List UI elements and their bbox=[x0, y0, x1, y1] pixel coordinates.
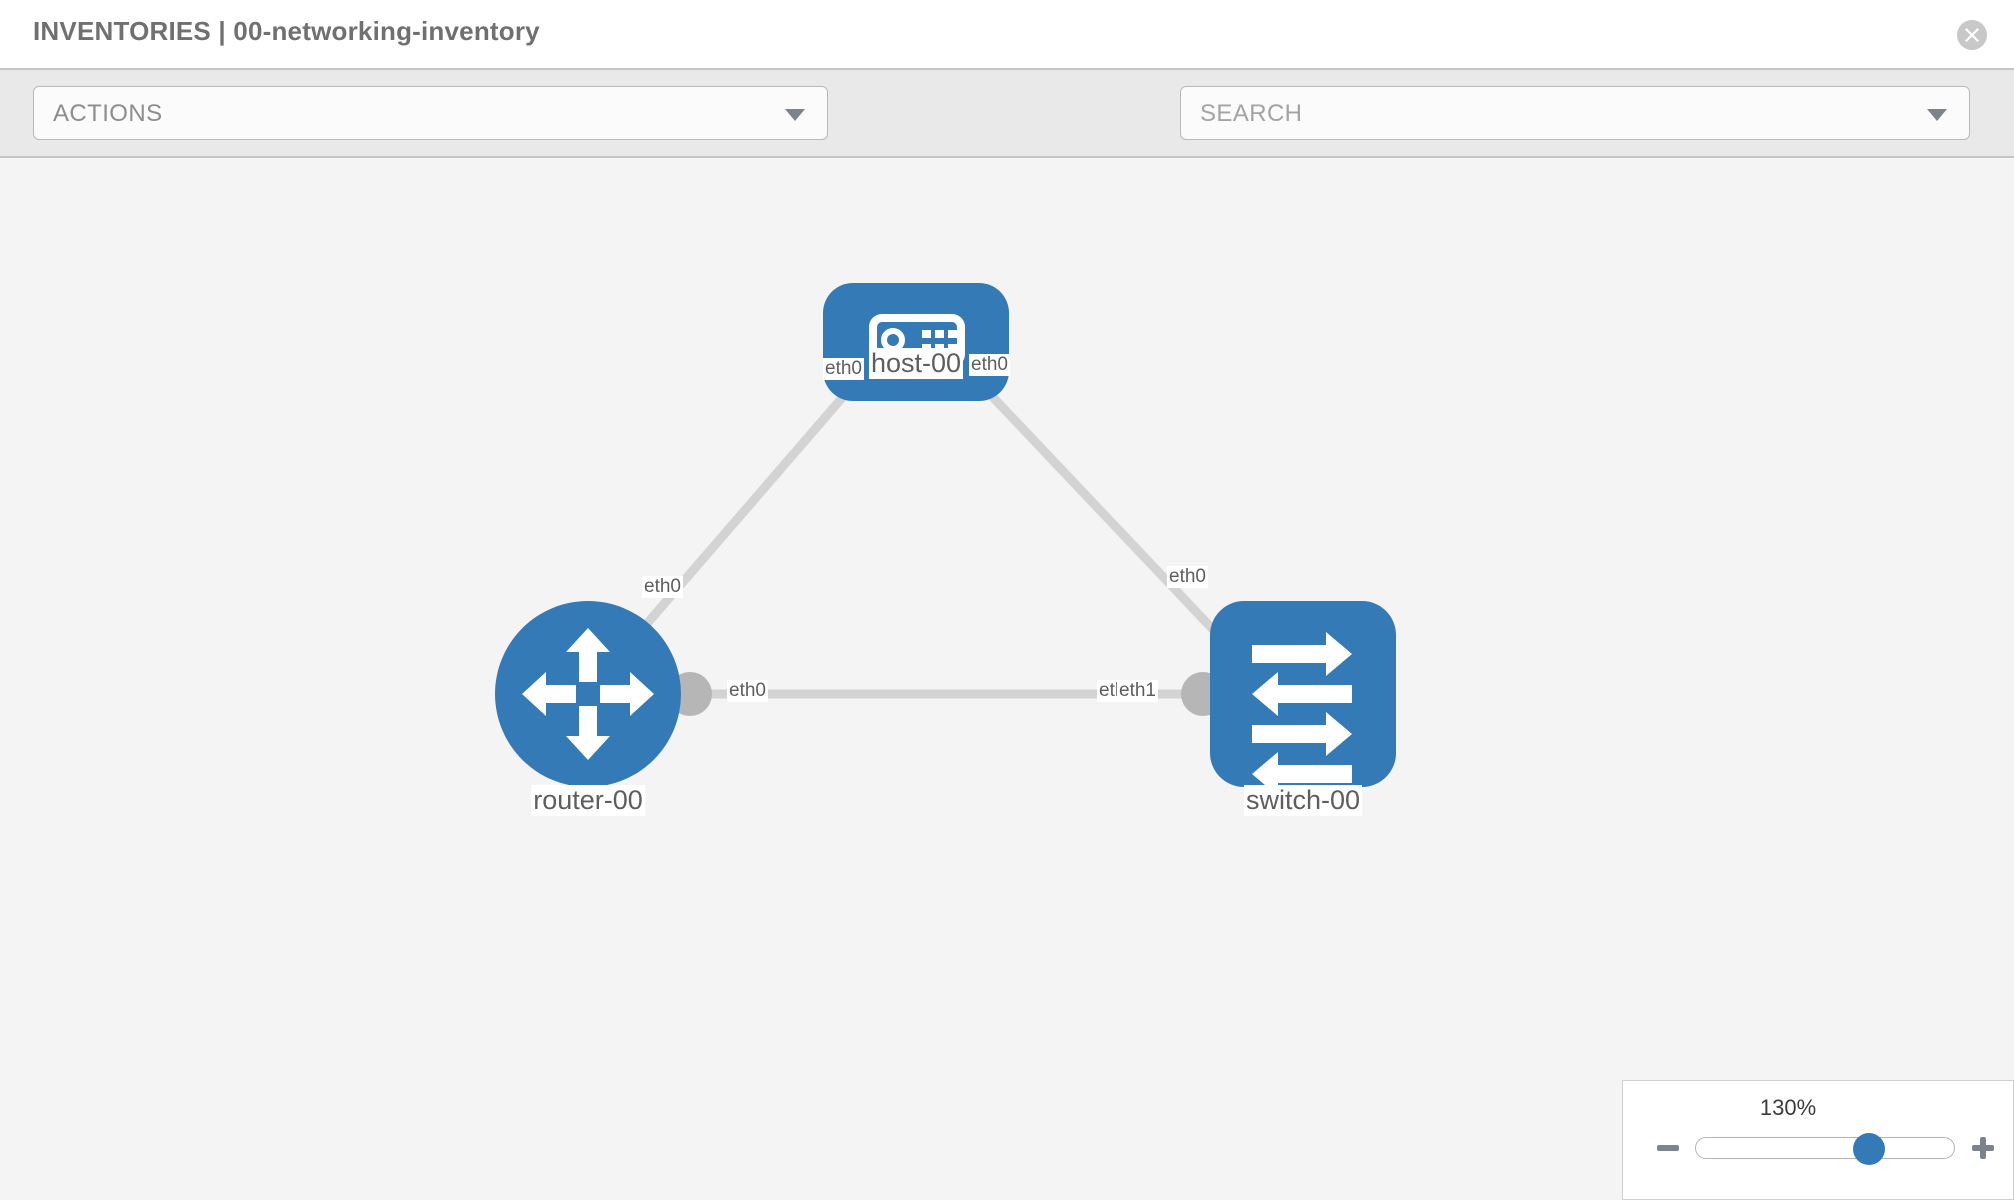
page-title: INVENTORIES | 00-networking-inventory bbox=[33, 16, 540, 46]
interface-label: eth0 bbox=[969, 354, 1010, 376]
close-button[interactable] bbox=[1957, 20, 1987, 50]
link-host00-switch00[interactable] bbox=[948, 350, 1244, 662]
zoom-slider-thumb[interactable] bbox=[1852, 1133, 1885, 1165]
zoom-in-button[interactable] bbox=[1968, 1133, 1998, 1163]
actions-dropdown[interactable]: ACTIONS bbox=[33, 86, 828, 140]
search-placeholder: SEARCH bbox=[1200, 100, 1303, 127]
node-router-00[interactable] bbox=[495, 601, 681, 787]
search-input[interactable]: SEARCH bbox=[1180, 86, 1970, 140]
close-icon bbox=[1965, 28, 1979, 42]
zoom-slider[interactable] bbox=[1695, 1133, 1955, 1165]
interface-label: eth0 bbox=[1167, 566, 1208, 588]
node-label-host-00: host-00 bbox=[868, 348, 964, 379]
chevron-down-icon[interactable] bbox=[1927, 109, 1947, 121]
chevron-down-icon bbox=[785, 109, 805, 121]
plus-icon bbox=[1972, 1137, 1994, 1159]
minus-icon bbox=[1657, 1145, 1679, 1151]
page-header: INVENTORIES | 00-networking-inventory bbox=[0, 0, 2014, 68]
zoom-level-value: 130% bbox=[1759, 1095, 1817, 1120]
node-host-00[interactable] bbox=[823, 283, 1009, 401]
interface-label: eth0 bbox=[642, 576, 683, 598]
node-label-router-00: router-00 bbox=[531, 785, 645, 816]
interface-label: eth0 bbox=[727, 680, 768, 702]
router-arrows-icon bbox=[522, 628, 654, 760]
topology-graph bbox=[495, 283, 1396, 796]
node-switch-00[interactable] bbox=[1210, 601, 1396, 796]
toolbar: ACTIONS SEARCH bbox=[0, 68, 2014, 198]
topology-canvas[interactable]: host-00 router-00 switch-00 eth0 eth0 et… bbox=[0, 158, 2014, 1200]
actions-dropdown-label: ACTIONS bbox=[53, 100, 163, 127]
node-label-switch-00: switch-00 bbox=[1243, 785, 1363, 816]
interface-label: eth1 bbox=[1117, 680, 1158, 702]
topology-links bbox=[596, 350, 1244, 699]
zoom-panel: 130% bbox=[1622, 1080, 2014, 1200]
zoom-out-button[interactable] bbox=[1653, 1133, 1683, 1163]
interface-label: eth0 bbox=[823, 358, 864, 380]
